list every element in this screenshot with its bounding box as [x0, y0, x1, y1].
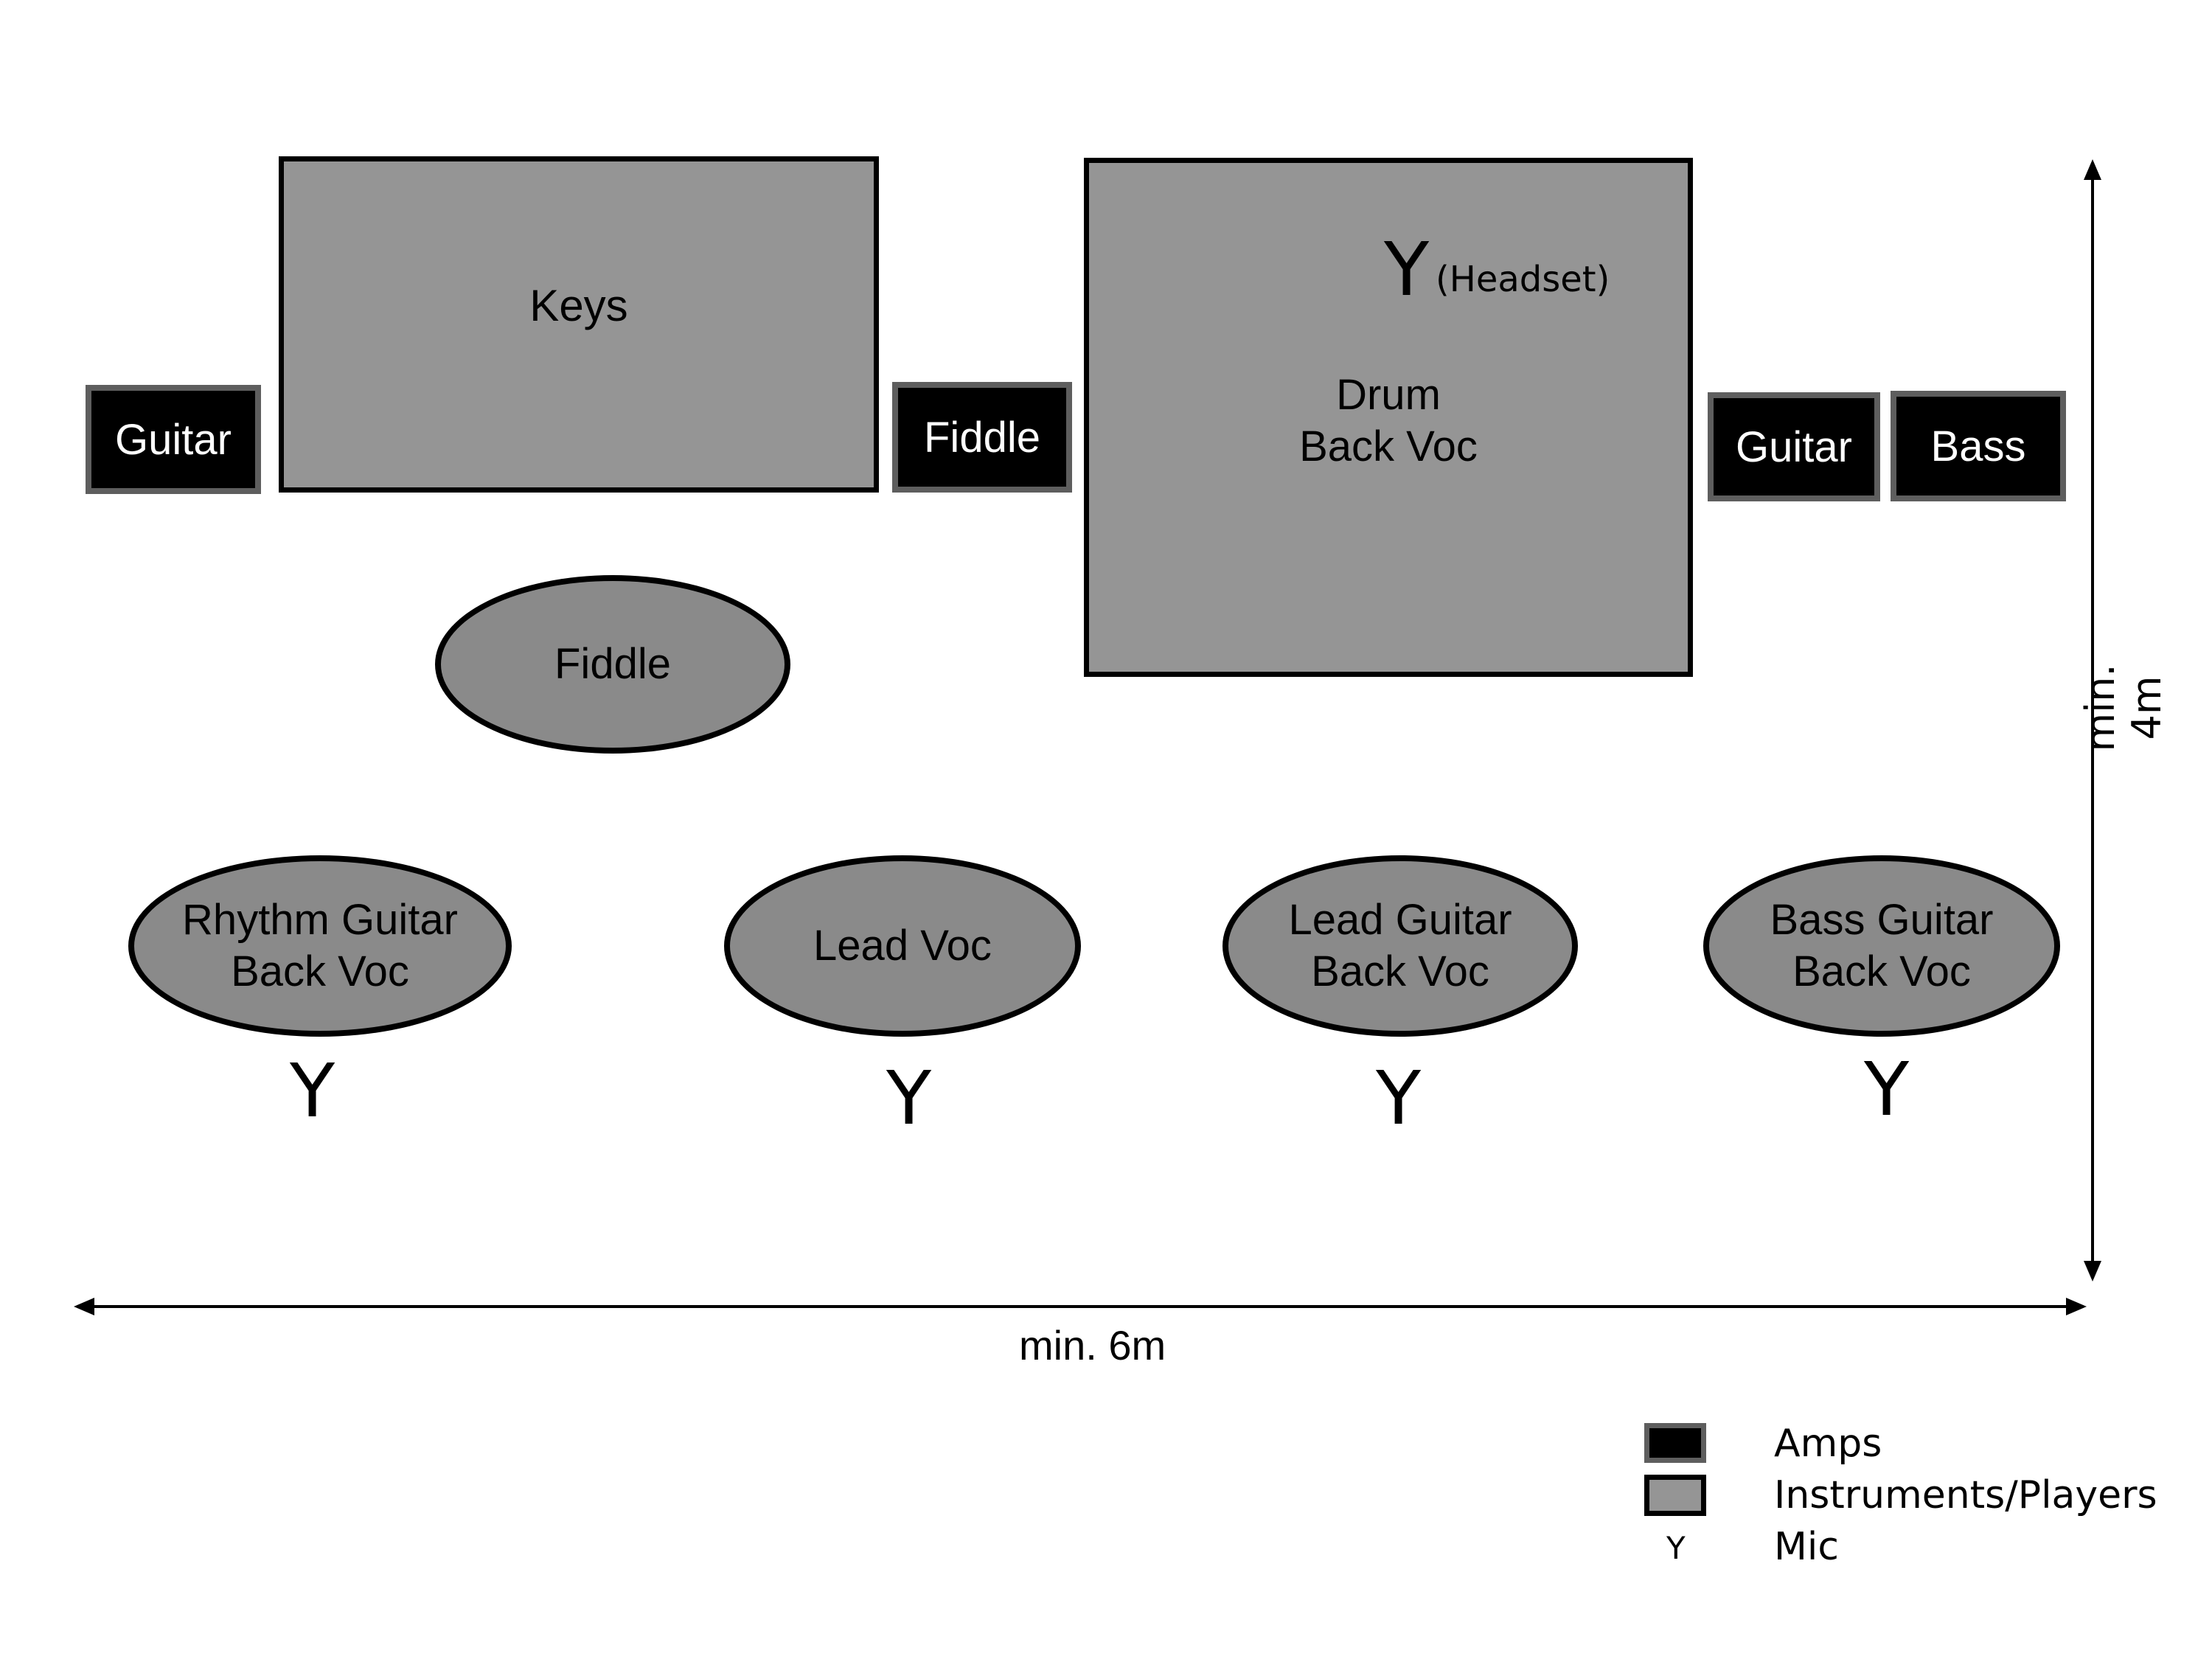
player-lead-voc-label: Lead Voc [813, 922, 992, 970]
amp-guitar-right: Guitar [1708, 392, 1880, 501]
amp-guitar-left-label: Guitar [115, 415, 232, 464]
legend-instrument-swatch [1644, 1475, 1706, 1516]
legend-amp-swatch [1644, 1423, 1706, 1463]
width-dimension-label: min. 6m [1019, 1322, 1166, 1368]
player-fiddle: Fiddle [435, 575, 790, 754]
player-bass-guitar-line1: Bass Guitar [1770, 896, 1994, 944]
player-lead-guitar-line1: Lead Guitar [1288, 896, 1512, 944]
mic-icon-lead-voc: Y [886, 1055, 932, 1141]
drum-label-line2: Back Voc [1299, 422, 1478, 470]
amp-guitar-left: Guitar [86, 385, 261, 494]
keys-box: Keys [279, 156, 879, 493]
legend-mic-label: Mic [1774, 1525, 1839, 1569]
player-rhythm-guitar: Rhythm Guitar Back Voc [128, 855, 512, 1037]
player-lead-guitar: Lead Guitar Back Voc [1222, 855, 1578, 1037]
player-fiddle-label: Fiddle [554, 640, 671, 688]
mic-icon-bass-guitar: Y [1864, 1046, 1910, 1133]
player-rhythm-guitar-line2: Back Voc [231, 947, 409, 995]
keys-label: Keys [529, 280, 628, 330]
width-arrow [74, 1298, 2087, 1315]
player-lead-voc: Lead Voc [724, 855, 1081, 1037]
legend-instruments-label: Instruments/Players [1774, 1473, 2157, 1517]
drum-label: Drum Back Voc [1089, 369, 1688, 473]
legend-mic-icon: Y [1666, 1530, 1686, 1566]
drum-label-line1: Drum [1336, 371, 1441, 419]
height-arrow [2084, 159, 2101, 1281]
player-rhythm-guitar-line1: Rhythm Guitar [182, 896, 458, 944]
mic-icon-lead-guitar: Y [1376, 1055, 1422, 1141]
legend-amps-label: Amps [1774, 1422, 1882, 1466]
player-lead-guitar-line2: Back Voc [1311, 947, 1489, 995]
legend: Amps Instruments/Players Y Mic [1637, 1422, 2157, 1585]
mic-icon-rhythm-guitar: Y [290, 1048, 335, 1134]
drum-box: Y (Headset) Drum Back Voc [1084, 158, 1693, 677]
height-dimension-label-wrap: min. 4m [2077, 634, 2170, 782]
headset-mic-icon: Y [1384, 226, 1430, 313]
player-bass-guitar: Bass Guitar Back Voc [1703, 855, 2060, 1037]
headset-label: (Headset) [1436, 259, 1610, 300]
amp-fiddle-label: Fiddle [924, 413, 1040, 462]
amp-guitar-right-label: Guitar [1736, 422, 1852, 471]
height-dimension-label: min. 4m [2077, 664, 2170, 752]
amp-bass-label: Bass [1930, 422, 2026, 470]
amp-fiddle: Fiddle [892, 382, 1072, 493]
amp-bass: Bass [1891, 391, 2066, 501]
player-bass-guitar-line2: Back Voc [1792, 947, 1971, 995]
